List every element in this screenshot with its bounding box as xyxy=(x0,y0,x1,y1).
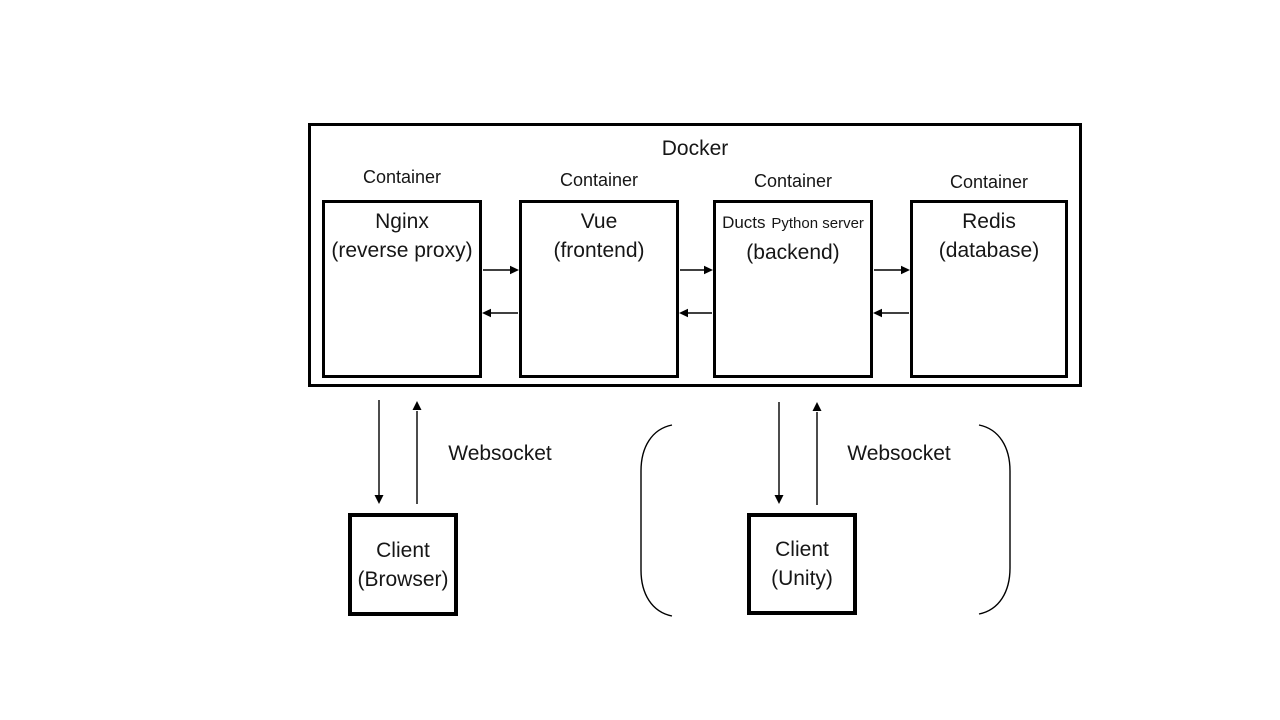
client-unity-box: Client (Unity) xyxy=(747,513,857,615)
client-unity-title: Client xyxy=(775,538,829,561)
redis-title: Redis xyxy=(962,210,1016,233)
vue-subtitle: (frontend) xyxy=(553,239,645,262)
nginx-title: Nginx xyxy=(375,210,429,233)
right-parenthesis xyxy=(978,424,1011,615)
client-browser-subtitle: (Browser) xyxy=(357,567,449,591)
redis-subtitle: (database) xyxy=(938,239,1040,262)
arrow-up-from-browser-head xyxy=(412,401,422,410)
redis-container-box: Redis (database) xyxy=(910,200,1068,378)
left-parenthesis xyxy=(640,424,673,617)
container-caption-vue: Container xyxy=(559,170,639,190)
arrow-down-to-unity-head xyxy=(774,495,784,504)
container-caption-redis: Container xyxy=(949,172,1029,192)
client-unity-subtitle: (Unity) xyxy=(771,567,833,590)
ducts-title-main: Ducts xyxy=(722,213,766,232)
nginx-subtitle: (reverse proxy) xyxy=(331,239,473,262)
arrow-up-from-unity-head xyxy=(812,402,822,411)
websocket-label-unity: Websocket xyxy=(847,442,951,465)
client-browser-box: Client (Browser) xyxy=(348,513,458,616)
client-browser-title: Client xyxy=(376,538,430,562)
ducts-subtitle: (backend) xyxy=(746,241,840,264)
vue-title: Vue xyxy=(580,210,618,233)
ducts-title-secondary: Python server xyxy=(771,215,864,232)
ducts-container-box: Ducts Python server (backend) xyxy=(713,200,873,378)
container-caption-ducts: Container xyxy=(753,171,833,191)
docker-label: Docker xyxy=(661,137,729,160)
vue-container-box: Vue (frontend) xyxy=(519,200,679,378)
container-caption-nginx: Container xyxy=(362,167,442,187)
ducts-title: Ducts Python server xyxy=(716,207,870,238)
arrow-down-to-browser-head xyxy=(374,495,384,504)
nginx-container-box: Nginx (reverse proxy) xyxy=(322,200,482,378)
docker-boundary-box xyxy=(308,123,1082,387)
websocket-label-browser: Websocket xyxy=(448,442,552,465)
